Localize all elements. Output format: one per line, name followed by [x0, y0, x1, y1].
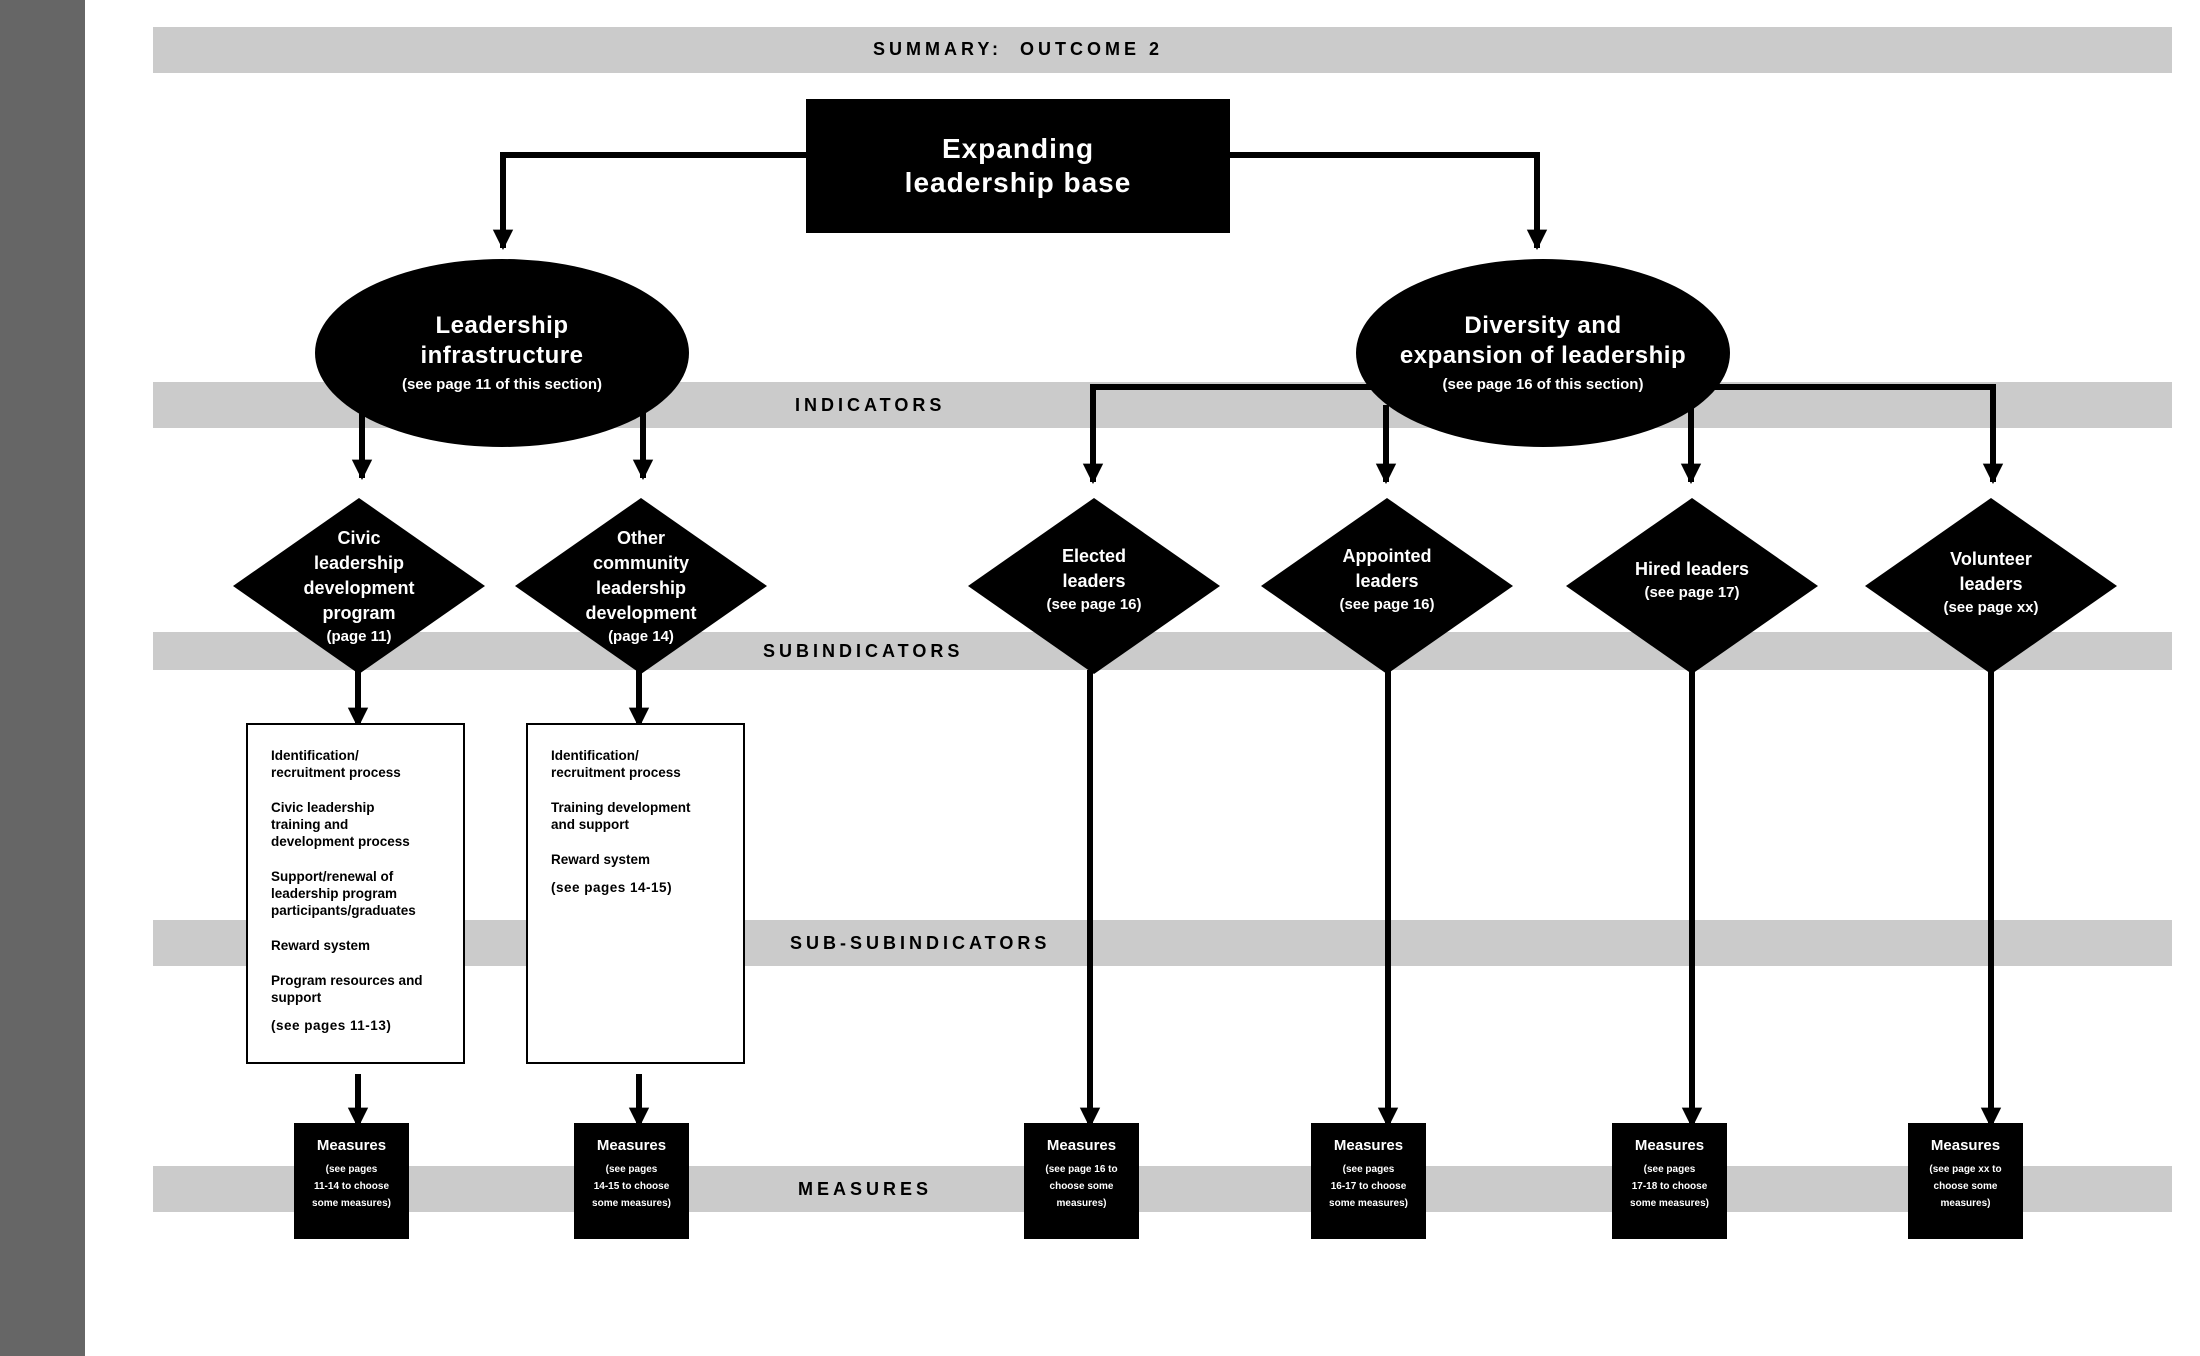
sub-subindicator-box-civic: Identification/ recruitment process Civi…	[246, 723, 465, 1064]
subindicator-line: Other	[616, 528, 665, 548]
sub-subindicator-item: Program resources and support	[271, 973, 423, 1005]
header-band	[153, 27, 2172, 73]
sub-subindicator-item: Reward system	[271, 938, 371, 953]
diamond-elected	[968, 498, 1220, 674]
measures-title: Measures	[1634, 1137, 1705, 1154]
root-line-2: leadership base	[904, 167, 1132, 198]
indicator-title-line-2: infrastructure	[420, 342, 584, 369]
subindicator-line: development	[585, 603, 697, 623]
indicator-title-line-1: Leadership	[435, 312, 569, 339]
diamond-appointed	[1261, 498, 1513, 674]
measures-title: Measures	[316, 1137, 387, 1154]
measures-note: (see page 16 to choose some measures)	[1045, 1164, 1118, 1209]
sub-subindicator-item: Identification/ recruitment process	[551, 748, 681, 780]
connector-root-right	[1230, 152, 1548, 251]
left-margin-bar	[0, 0, 85, 1356]
measures-title: Measures	[1930, 1137, 2001, 1154]
measures-note: (see pages 11-14 to choose some measures…	[312, 1164, 391, 1209]
subindicator-appointed-label: Appointed leaders (see page 16)	[1287, 541, 1487, 619]
subindicator-line: Civic	[337, 528, 381, 548]
sub-subindicator-item: Identification/ recruitment process	[271, 748, 401, 780]
diamond-civic	[233, 498, 485, 674]
measures-title: Measures	[1046, 1137, 1117, 1154]
measures-box-4: Measures (see pages 16-17 to choose some…	[1311, 1123, 1426, 1239]
header-title: SUMMARY: OUTCOME 2	[873, 39, 1163, 59]
indicator-leadership-infrastructure: Leadership infrastructure (see page 11 o…	[315, 259, 689, 447]
subindicator-line: leaders	[1062, 571, 1126, 591]
measures-note: (see page xx to choose some measures)	[1929, 1164, 2002, 1209]
subindicator-line: program	[322, 603, 396, 623]
subindicator-line: leaders	[1959, 574, 2023, 594]
sub-subindicator-item: Support/renewal of leadership program pa…	[271, 869, 416, 918]
subindicator-elected-label: Elected leaders (see page 16)	[994, 541, 1194, 619]
subindicator-ref: (see page 16)	[1046, 596, 1142, 613]
sub-subindicator-item: Reward system	[551, 852, 651, 867]
sub-subindicator-ref: (see pages 11-13)	[271, 1018, 392, 1033]
subindicator-hired-label: Hired leaders (see page 17)	[1592, 554, 1792, 606]
measures-box-3: Measures (see page 16 to choose some mea…	[1024, 1123, 1139, 1239]
indicator-diversity-expansion: Diversity and expansion of leadership (s…	[1356, 259, 1730, 447]
subindicator-ref: (see page 17)	[1644, 583, 1740, 601]
indicator-ref: (see page 16 of this section)	[1442, 376, 1644, 393]
subindicator-line: development	[303, 578, 415, 598]
diamond-other	[515, 498, 767, 674]
sub-subindicators-band	[153, 920, 2172, 966]
root-line-1: Expanding	[941, 133, 1095, 164]
subindicator-line: Appointed	[1342, 546, 1432, 566]
measures-box-1: Measures (see pages 11-14 to choose some…	[294, 1123, 409, 1239]
measures-box-2: Measures (see pages 14-15 to choose some…	[574, 1123, 689, 1239]
subindicator-line: Volunteer	[1950, 549, 2032, 569]
indicator-title-line-1: Diversity and	[1464, 312, 1622, 339]
measures-band	[153, 1166, 2172, 1212]
subindicators-band	[153, 632, 2172, 670]
measures-box-5: Measures (see pages 17-18 to choose some…	[1612, 1123, 1727, 1239]
subindicator-other-label: Other community leadership development (…	[541, 522, 741, 652]
sub-subindicator-item: Civic leadership training and developmen…	[271, 800, 410, 849]
sub-subindicator-box-other: Identification/ recruitment process Trai…	[526, 723, 745, 1064]
subindicator-line: Elected	[1061, 546, 1127, 566]
sub-subindicators-label: SUB-SUBINDICATORS	[790, 933, 1051, 953]
subindicator-line: leaders	[1355, 571, 1419, 591]
subindicator-line: community	[592, 553, 689, 573]
measures-title: Measures	[1333, 1137, 1404, 1154]
subindicator-ref: (page 14)	[608, 628, 674, 645]
subindicator-line: Hired leaders	[1634, 558, 1750, 579]
measures-note: (see pages 14-15 to choose some measures…	[592, 1164, 671, 1209]
sub-subindicator-ref: (see pages 14-15)	[551, 880, 673, 895]
measures-note: (see pages 17-18 to choose some measures…	[1630, 1164, 1709, 1209]
indicators-label: INDICATORS	[795, 395, 946, 415]
root-outcome-box: Expanding leadership base	[806, 99, 1230, 233]
diamond-hired	[1566, 498, 1818, 674]
measures-note: (see pages 16-17 to choose some measures…	[1329, 1164, 1408, 1209]
connector-root-left	[492, 152, 806, 251]
subindicator-line: leadership	[313, 553, 405, 573]
subindicator-line: leadership	[595, 578, 687, 598]
subindicator-civic-label: Civic leadership development program (pa…	[259, 522, 459, 652]
indicator-ref: (see page 11 of this section)	[401, 376, 603, 393]
subindicator-ref: (see page xx)	[1943, 599, 2039, 616]
indicator-title-line-2: expansion of leadership	[1399, 342, 1687, 369]
measures-title: Measures	[596, 1137, 667, 1154]
diamond-volunteer	[1865, 498, 2117, 674]
measures-label: MEASURES	[798, 1179, 933, 1199]
subindicators-label: SUBINDICATORS	[763, 641, 964, 661]
sub-subindicator-item: Training development and support	[551, 800, 691, 832]
subindicator-ref: (page 11)	[326, 628, 392, 645]
subindicator-volunteer-label: Volunteer leaders (see page xx)	[1891, 544, 2091, 622]
measures-box-6: Measures (see page xx to choose some mea…	[1908, 1123, 2023, 1239]
subindicator-ref: (see page 16)	[1339, 596, 1435, 613]
